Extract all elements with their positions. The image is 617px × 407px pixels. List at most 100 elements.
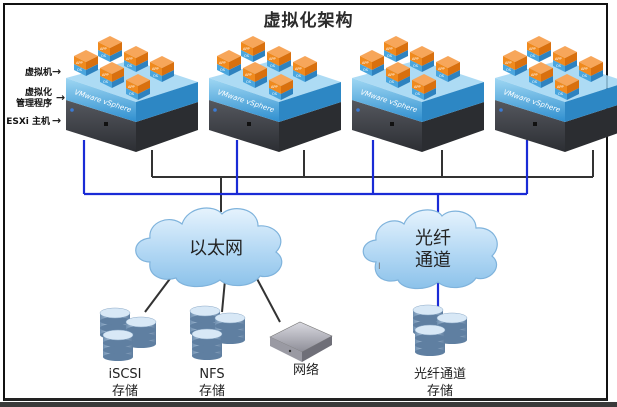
vm-app-face: [553, 52, 565, 66]
vm-app-face: [150, 62, 162, 76]
vm-os-face: [293, 70, 305, 82]
vm-os-face: [579, 70, 591, 82]
vm-os-face: [150, 70, 162, 82]
vm-app-face: [527, 42, 539, 56]
vm-os-side: [162, 70, 174, 82]
vm-app-label: APP: [126, 57, 133, 61]
vm-os-side: [86, 64, 98, 76]
label-esxi-host: ESXi 主机: [6, 117, 50, 127]
vm-os-side: [424, 88, 436, 100]
vm-os-label: OS: [387, 54, 393, 58]
vm-os-label: OS: [270, 64, 276, 68]
server-side: [136, 102, 198, 152]
vm-os-face: [527, 50, 539, 62]
vm-os-side: [255, 76, 267, 88]
vsphere-front: [66, 78, 136, 122]
vm-app-face: [555, 80, 567, 94]
vm-os-side: [591, 70, 603, 82]
esxi-host-3: VMware vSphereAPPOSAPPOSAPPOSAPPOSAPPOSA…: [352, 36, 484, 152]
vm-os-label: OS: [506, 68, 512, 72]
vm-os-label: OS: [558, 92, 564, 96]
vm-app-face: [386, 68, 398, 82]
disk-bottom: [413, 314, 443, 322]
vm-app-side: [136, 52, 148, 66]
label-vm: 虚拟机: [24, 68, 52, 78]
nfs-storage-icon: [189, 305, 246, 360]
vm-app-label: APP: [100, 47, 107, 51]
vm-app-side: [515, 56, 527, 70]
vm-app-face: [384, 42, 396, 56]
vm-app-face: [412, 80, 424, 94]
vm-app-face: [360, 56, 372, 70]
ethernet-to-network: [254, 274, 281, 323]
vm-os-face: [360, 64, 372, 76]
vm-os-face: [100, 76, 112, 88]
vm-app-side: [112, 68, 124, 82]
disk-bottom: [415, 334, 445, 342]
vm-os-side: [541, 76, 553, 88]
server-side: [422, 102, 484, 152]
vm-os-label: OS: [532, 80, 538, 84]
vm-app-face: [293, 62, 305, 76]
vm-os-label: OS: [127, 64, 133, 68]
power-led-icon: [213, 108, 217, 112]
vm-os-face: [410, 60, 422, 72]
vm-os-label: OS: [246, 80, 252, 84]
vm-app-face: [124, 52, 136, 66]
vm-os-side: [138, 88, 150, 100]
server-front: [352, 100, 422, 152]
diagram-title: 虚拟化架构: [263, 11, 354, 31]
vm-os-side: [305, 70, 317, 82]
vm-app-side: [229, 56, 241, 70]
vm-app-label: APP: [362, 61, 369, 65]
vm-os-face: [124, 60, 136, 72]
vm-app-label: APP: [219, 61, 226, 65]
vm-app-face: [410, 52, 422, 66]
vm-os-face: [126, 88, 138, 100]
vm-os-label: OS: [103, 80, 109, 84]
text-cursor-icon: I: [378, 262, 381, 272]
server-side: [565, 105, 617, 152]
vm-os-side: [229, 64, 241, 76]
vm-os-face: [241, 50, 253, 62]
vm-os-label: OS: [415, 92, 421, 96]
label-hypervisor-2: 管理程序: [15, 99, 52, 109]
vm-app-label: APP: [295, 67, 302, 71]
vm-os-side: [448, 70, 460, 82]
vm-app-side: [138, 80, 150, 94]
vm-os-label: OS: [101, 54, 107, 58]
vm-app-label: APP: [531, 73, 538, 77]
vm-app-side: [396, 42, 408, 56]
ethernet-label: 以太网: [189, 238, 243, 259]
fc-storage-icon: [412, 304, 468, 356]
vm-app-label: APP: [388, 73, 395, 77]
vm-app-label: APP: [245, 73, 252, 77]
vm-app-label: APP: [152, 67, 159, 71]
disk-bottom: [192, 338, 222, 346]
disk-bottom: [415, 348, 445, 356]
vm-os-face: [555, 88, 567, 100]
disk-top: [436, 312, 468, 324]
nfs-label-1: NFS: [199, 367, 225, 382]
arrow-right-icon: →: [56, 91, 66, 104]
vm-os-side: [253, 50, 265, 62]
vm-os-face: [74, 64, 86, 76]
port-icon: [247, 122, 251, 126]
vm-icon: APP OS: [243, 62, 267, 88]
disk-bottom: [215, 322, 245, 330]
vsphere-side: [422, 82, 484, 122]
server-front: [495, 100, 565, 152]
fibre-label-2: 通道: [415, 250, 451, 271]
vm-app-label: APP: [529, 47, 536, 51]
vm-app-side: [541, 68, 553, 82]
nfs-label-2: 存储: [198, 384, 225, 399]
